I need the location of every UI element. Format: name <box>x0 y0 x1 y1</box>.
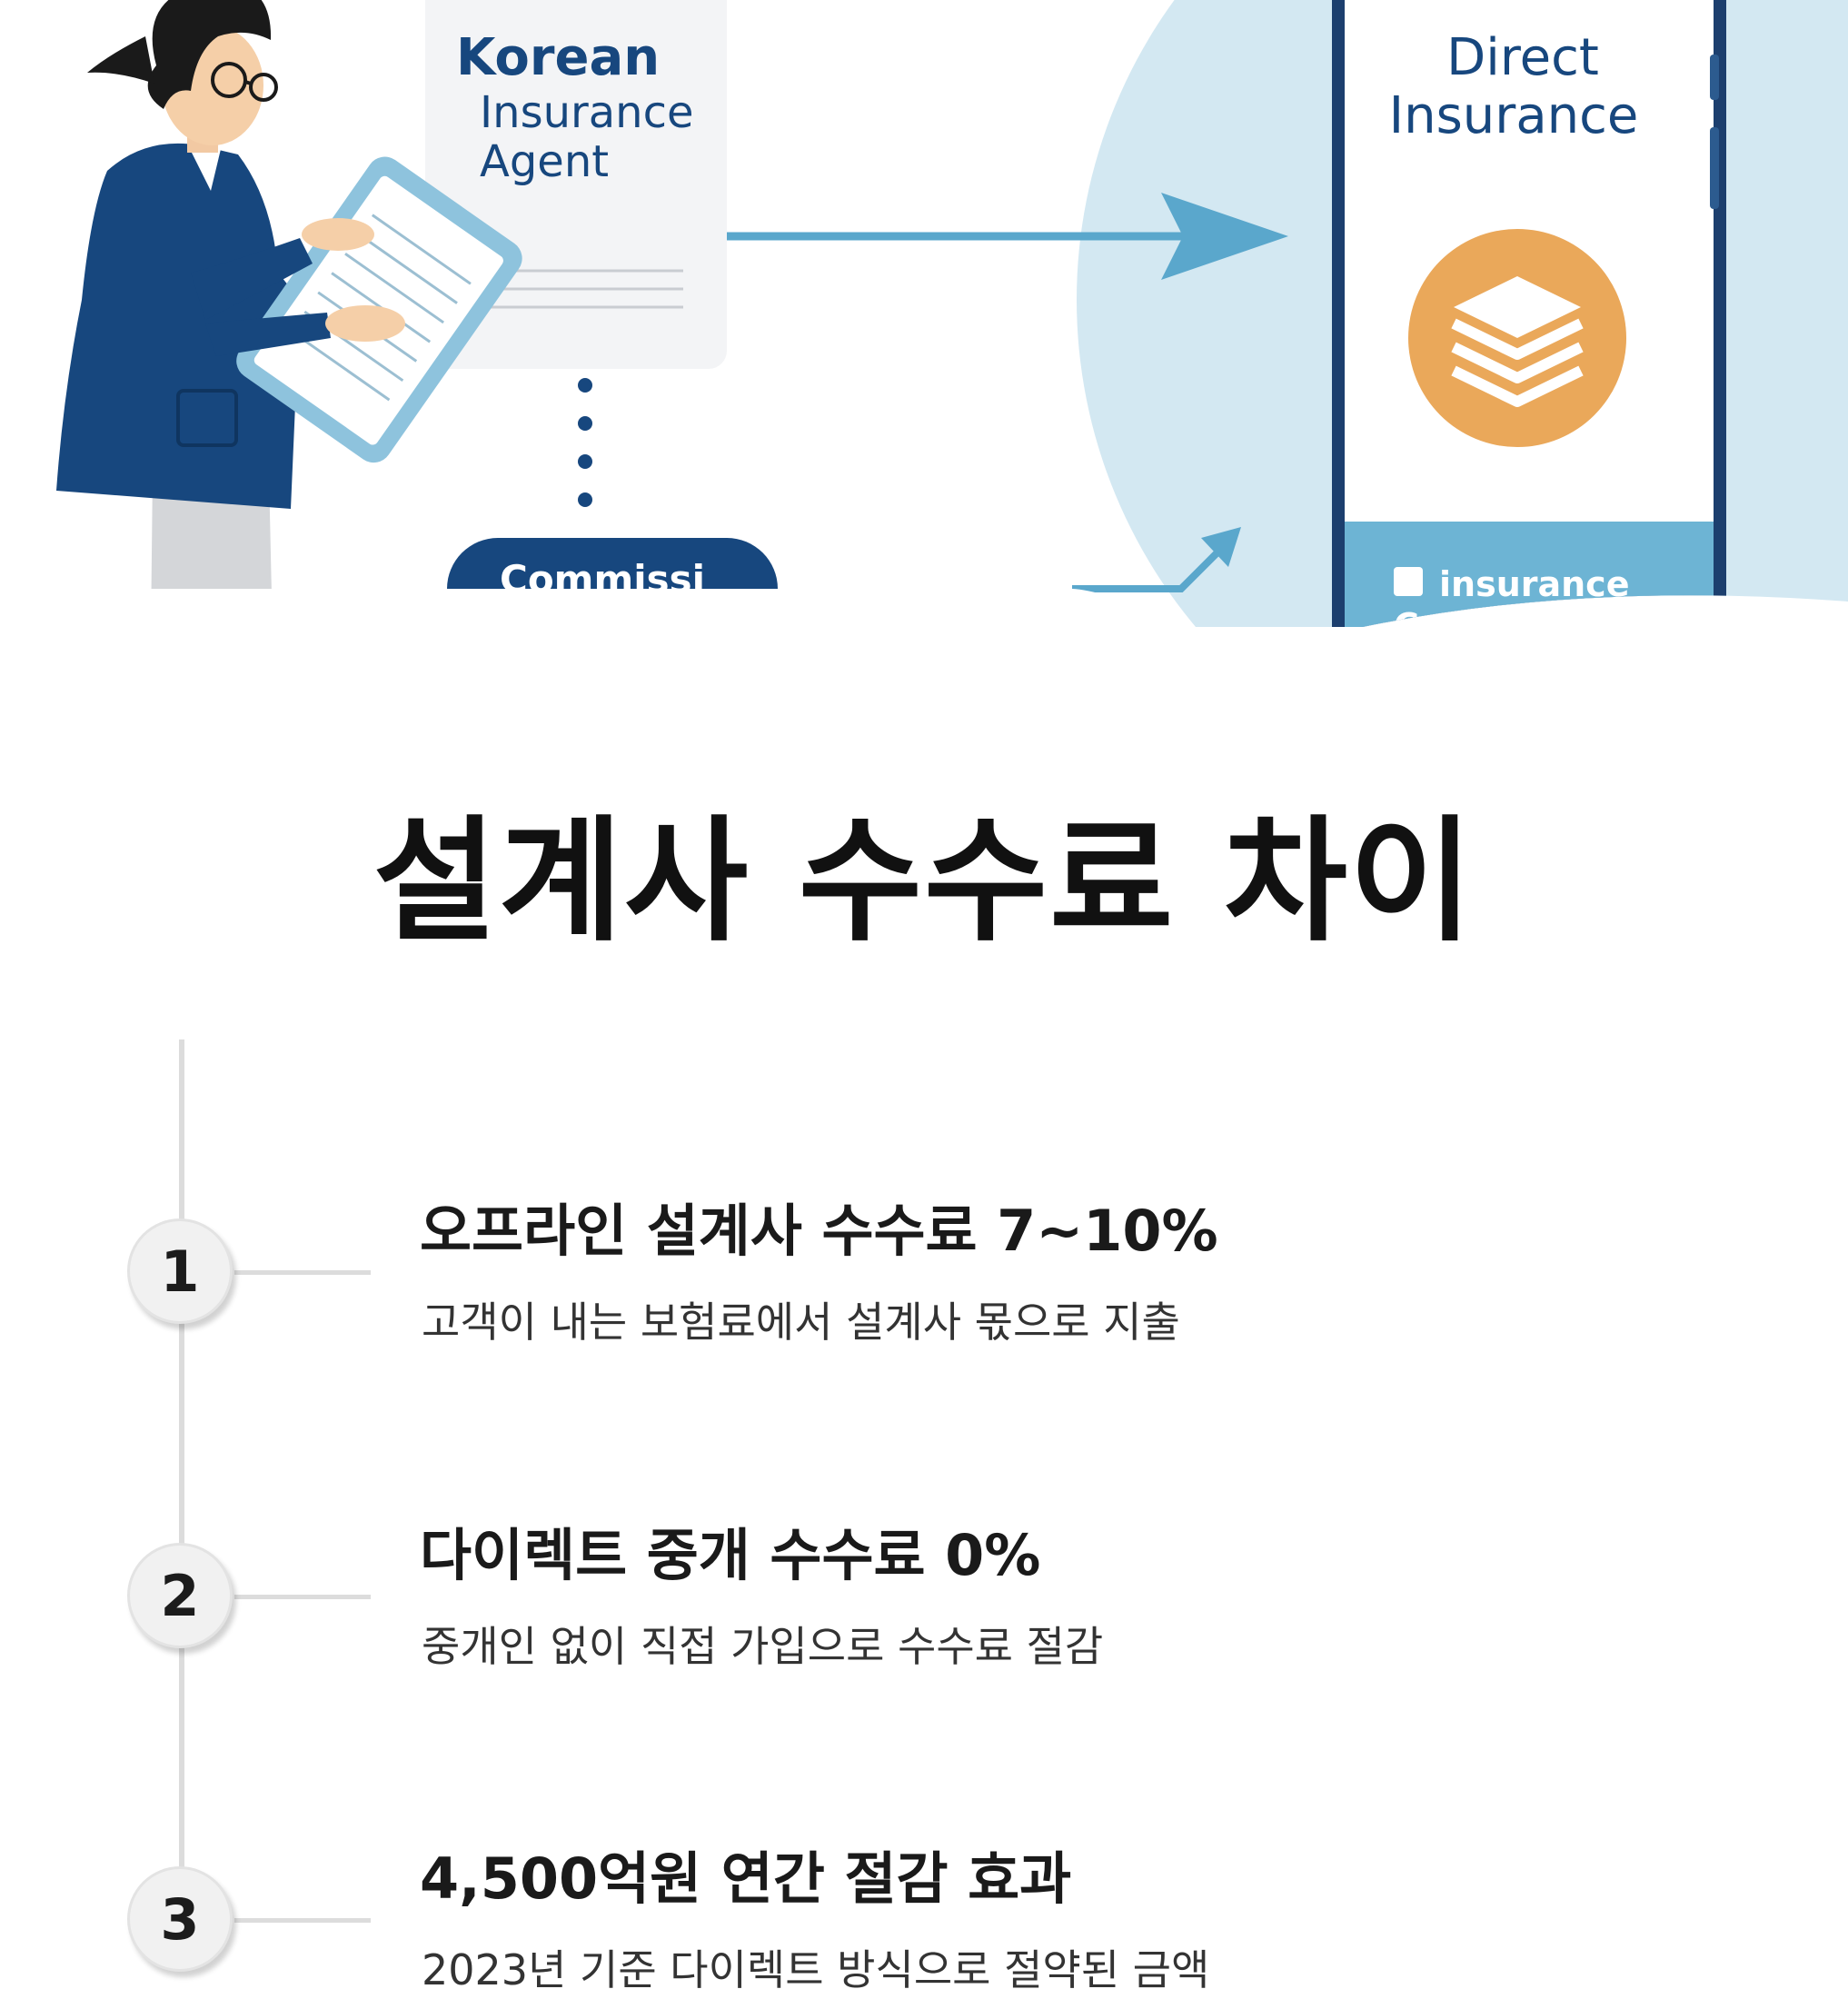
direct-label-line2: Insurance <box>1389 86 1639 145</box>
stacked-layers-icon <box>1408 229 1626 447</box>
fee-timeline: 1 오프라인 설계사 수수료 7~10% 고객이 내는 보험료에서 설계사 몫으… <box>0 1036 1848 1994</box>
direct-label-line1: Direct <box>1446 28 1599 87</box>
step-description: 2023년 기준 다이렉트 방식으로 절약된 금액 <box>422 1945 1210 1994</box>
hero-illustration: Korean Insurance Agent Commissi <box>0 0 1848 636</box>
company-label-line2: Company <box>1394 606 1574 636</box>
agent-label-line3: Agent <box>480 136 609 187</box>
agent-label-line2: Insurance <box>480 87 694 138</box>
timeline-step-1: 1 오프라인 설계사 수수료 7~10% 고객이 내는 보험료에서 설계사 몫으… <box>0 1095 1848 1347</box>
timeline-step-3: 3 4,500억원 연간 절감 효과 2023년 기준 다이렉트 방식으로 절약… <box>0 1743 1848 1994</box>
agent-document-card: Korean Insurance Agent <box>425 0 727 369</box>
step-number-badge: 3 <box>127 1866 233 1972</box>
step-heading: 오프라인 설계사 수수료 7~10% <box>420 1198 1218 1264</box>
commission-tag: Commissi <box>447 538 778 627</box>
company-checkbox-icon <box>1394 567 1423 596</box>
step-description: 고객이 내는 보험료에서 설계사 몫으로 지출 <box>422 1298 1180 1347</box>
step-connector <box>234 1270 371 1275</box>
step-description: 중개인 없이 직접 가입으로 수수료 절감 <box>422 1622 1104 1671</box>
dotted-connector <box>578 378 592 507</box>
step-heading: 다이렉트 중개 수수료 0% <box>420 1522 1041 1588</box>
section-title: 설계사 수수료 차이 <box>373 803 1475 960</box>
step-connector <box>234 1918 371 1923</box>
commission-tag-label: Commissi <box>500 557 705 602</box>
agent-label-line1: Korean <box>456 28 660 87</box>
timeline-step-2: 2 다이렉트 중개 수수료 0% 중개인 없이 직접 가입으로 수수료 절감 <box>0 1419 1848 1671</box>
arrow-right-icon <box>727 193 1288 280</box>
step-number-badge: 1 <box>127 1218 233 1324</box>
secondary-arrow-icon <box>1072 527 1241 592</box>
timeline-line <box>179 1039 184 1962</box>
smartphone-illustration: Direct Insurance insurance Company <box>1332 0 1726 636</box>
step-connector <box>234 1595 371 1599</box>
step-number-badge: 2 <box>127 1543 233 1648</box>
hero-svg: Korean Insurance Agent Commissi <box>56 0 1848 636</box>
step-heading: 4,500억원 연간 절감 효과 <box>420 1845 1072 1912</box>
company-label-line1: insurance <box>1439 564 1629 604</box>
